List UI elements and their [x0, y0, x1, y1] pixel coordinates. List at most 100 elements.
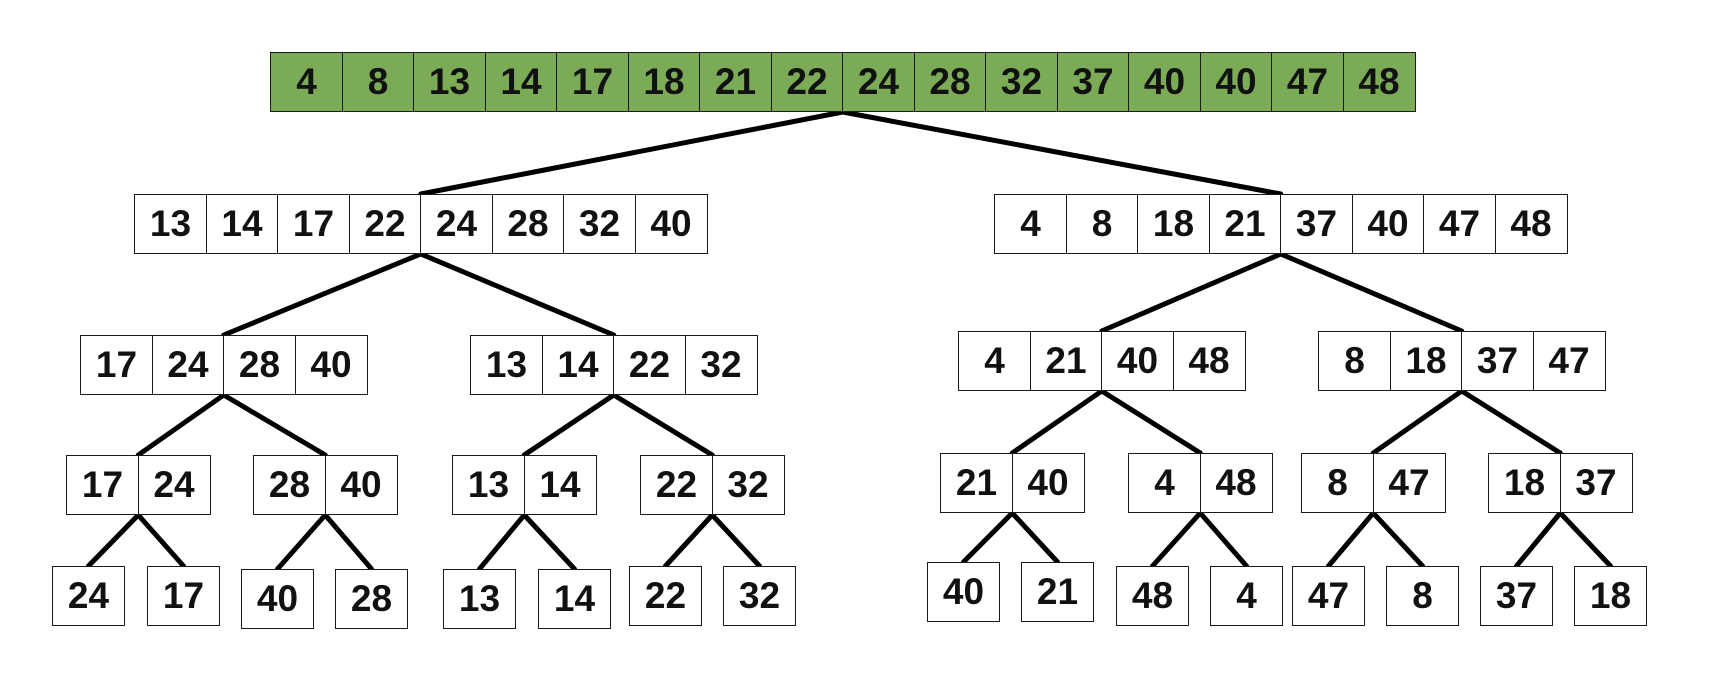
array-cell: 40 — [1351, 194, 1425, 254]
tree-edge — [1099, 251, 1284, 334]
array-cell: 17 — [556, 52, 629, 112]
tree-edge — [322, 512, 374, 572]
array-cell: 40 — [634, 194, 708, 254]
array-cell: 13 — [470, 335, 543, 395]
level4-array-9: 21 — [1021, 562, 1094, 622]
level4-array-4: 13 — [443, 569, 516, 629]
array-cell: 48 — [1199, 453, 1273, 513]
array-cell: 48 — [1494, 194, 1568, 254]
array-cell: 8 — [1065, 194, 1139, 254]
level4-array-12: 47 — [1292, 566, 1365, 626]
array-cell: 13 — [134, 194, 207, 254]
tree-edge — [418, 251, 617, 338]
array-cell: 24 — [52, 566, 125, 626]
array-cell: 21 — [940, 453, 1013, 513]
array-cell: 48 — [1116, 566, 1189, 626]
array-cell: 24 — [420, 194, 493, 254]
level4-array-0: 24 — [52, 566, 125, 626]
level4-array-15: 18 — [1574, 566, 1647, 626]
tree-edge — [521, 392, 617, 458]
array-cell: 40 — [1128, 52, 1201, 112]
array-cell: 40 — [324, 455, 398, 515]
tree-edge — [477, 512, 527, 572]
array-cell: 32 — [563, 194, 636, 254]
array-cell: 13 — [413, 52, 486, 112]
array-cell: 22 — [629, 566, 702, 626]
tree-edge — [1459, 388, 1563, 456]
array-cell: 47 — [1292, 566, 1365, 626]
array-cell: 4 — [1210, 566, 1283, 626]
array-cell: 14 — [541, 335, 615, 395]
array-cell: 24 — [842, 52, 915, 112]
array-cell: 40 — [241, 569, 314, 629]
array-cell: 18 — [1574, 566, 1647, 626]
array-cell: 14 — [205, 194, 279, 254]
array-cell: 18 — [1488, 453, 1561, 513]
array-cell: 40 — [1199, 52, 1273, 112]
array-cell: 32 — [723, 566, 796, 626]
array-cell: 14 — [538, 569, 611, 629]
array-cell: 40 — [1011, 453, 1085, 513]
array-cell: 17 — [66, 455, 139, 515]
level4-array-1: 17 — [147, 566, 220, 626]
level4-array-10: 48 — [1116, 566, 1189, 626]
tree-edge — [1557, 510, 1613, 569]
tree-edge — [709, 512, 762, 569]
tree-edge — [1099, 388, 1203, 456]
tree-edge — [663, 512, 715, 569]
array-cell: 22 — [640, 455, 713, 515]
array-cell: 48 — [1342, 52, 1416, 112]
array-cell: 32 — [684, 335, 758, 395]
array-cell: 21 — [699, 52, 772, 112]
tree-edge — [840, 109, 1284, 197]
array-cell: 28 — [491, 194, 565, 254]
array-cell: 4 — [270, 52, 343, 112]
array-cell: 47 — [1372, 453, 1446, 513]
array-cell: 47 — [1271, 52, 1344, 112]
level4-array-13: 8 — [1386, 566, 1459, 626]
array-cell: 22 — [770, 52, 844, 112]
tree-edge — [1370, 388, 1465, 456]
tree-edge — [221, 392, 328, 458]
array-cell: 28 — [223, 335, 296, 395]
array-cell: 40 — [294, 335, 368, 395]
tree-edge — [961, 510, 1015, 565]
level4-array-3: 28 — [335, 569, 408, 629]
level4-array-8: 40 — [927, 562, 1000, 622]
array-cell: 13 — [443, 569, 516, 629]
level4-array-5: 14 — [538, 569, 611, 629]
array-cell: 8 — [1386, 566, 1459, 626]
array-cell: 22 — [613, 335, 686, 395]
array-cell: 4 — [994, 194, 1067, 254]
tree-edge — [86, 512, 141, 569]
array-cell: 17 — [277, 194, 350, 254]
array-cell: 32 — [985, 52, 1058, 112]
level4-array-7: 32 — [723, 566, 796, 626]
array-cell: 21 — [1029, 331, 1103, 391]
tree-edge — [611, 392, 715, 458]
array-cell: 18 — [1137, 194, 1210, 254]
array-cell: 37 — [1280, 194, 1353, 254]
array-cell: 8 — [1318, 331, 1391, 391]
level4-array-6: 22 — [629, 566, 702, 626]
tree-edge — [135, 512, 186, 569]
array-cell: 21 — [1208, 194, 1282, 254]
level4-array-11: 4 — [1210, 566, 1283, 626]
array-cell: 22 — [348, 194, 422, 254]
tree-edge — [1278, 251, 1465, 334]
array-cell: 48 — [1172, 331, 1246, 391]
tree-edge — [135, 392, 227, 458]
tree-edge — [221, 251, 424, 338]
